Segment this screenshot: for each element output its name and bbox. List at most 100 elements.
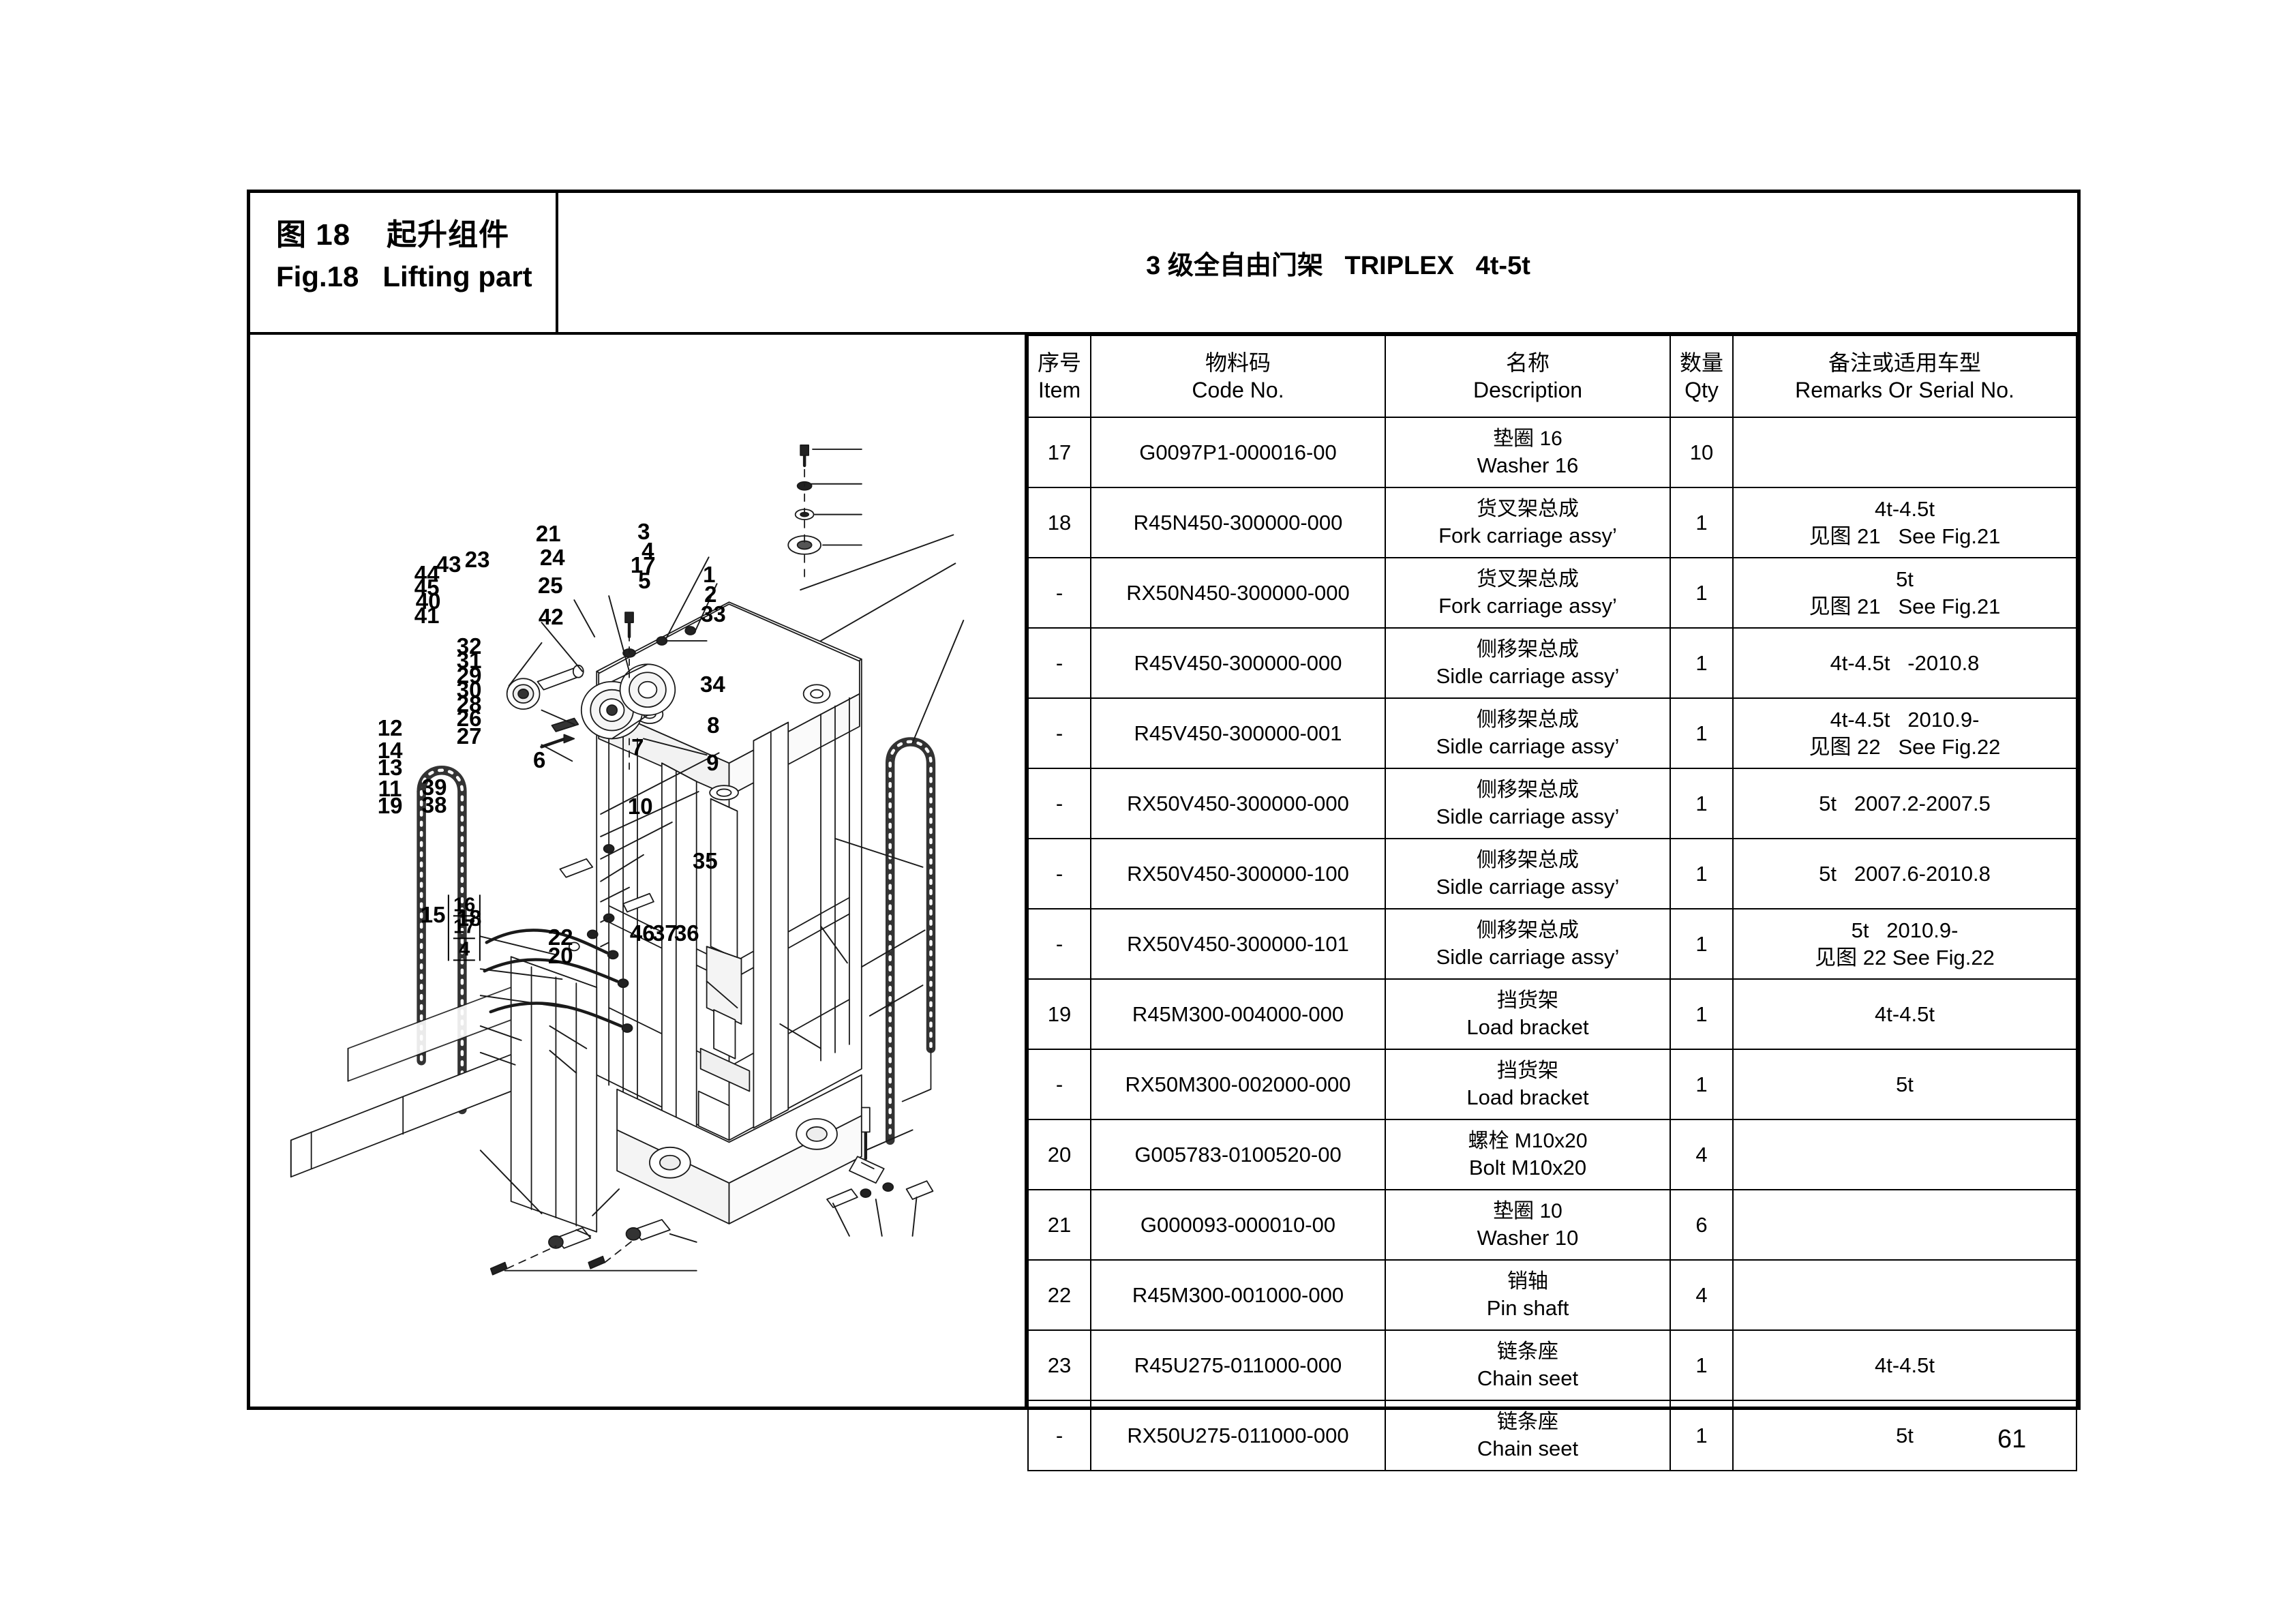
title-band: 图 18 起升组件 Fig.18 Lifting part 3 级全自由门架 T… [250, 193, 2077, 335]
description-cn: 侧移架总成 [1477, 919, 1579, 942]
fork-carriage [290, 956, 598, 1233]
callout-number: 28 [456, 691, 482, 717]
cell-code: RX50V450-300000-100 [1090, 838, 1386, 909]
callout-number: 5 [638, 568, 651, 594]
remarks-line-2: 见图 22 See Fig.22 [1815, 945, 1995, 969]
description-cn: 垫圈 16 [1493, 427, 1562, 451]
header-qty-en: Qty [1685, 378, 1719, 402]
header-item-cn: 序号 [1037, 350, 1081, 375]
callout-number: 34 [699, 671, 725, 697]
cell-item: 22 [1027, 1259, 1091, 1331]
cell-qty: 1 [1670, 908, 1734, 980]
cell-remarks: 5t 2007.2-2007.5 [1732, 768, 2077, 839]
callout-number: 21 [535, 521, 561, 547]
description-cn: 货叉架总成 [1477, 568, 1579, 591]
cell-item: - [1027, 768, 1091, 839]
description-en: Chain seet [1477, 1436, 1579, 1460]
cell-qty: 1 [1670, 1400, 1734, 1471]
cell-item: - [1027, 838, 1091, 909]
cell-remarks: 5t [1732, 1400, 2077, 1471]
catalog-sheet: 图 18 起升组件 Fig.18 Lifting part 3 级全自由门架 T… [247, 190, 2081, 1471]
callout-number: 36 [674, 920, 699, 946]
callout-number: 37 [652, 920, 678, 946]
header-qty: 数量 Qty [1670, 335, 1734, 418]
header-remarks-en: Remarks Or Serial No. [1795, 378, 2014, 402]
cell-item: - [1027, 697, 1091, 769]
cell-item: 20 [1027, 1119, 1091, 1190]
header-item-en: Item [1038, 378, 1081, 402]
figure-title-block: 图 18 起升组件 Fig.18 Lifting part [250, 193, 558, 332]
remarks-line-1: 4t-4.5t [1875, 1002, 1935, 1026]
cell-code: G005783-0100520-00 [1090, 1119, 1386, 1190]
callout-number: 33 [700, 601, 726, 627]
header-description-cn: 名称 [1505, 350, 1550, 375]
callout-number: 19 [377, 792, 403, 818]
callout-number: 7 [631, 734, 644, 760]
cell-item: - [1027, 627, 1091, 699]
cell-remarks [1732, 417, 2077, 488]
callout-number: 26 [456, 705, 482, 731]
parts-table: 序号 Item 物料码 Code No. 名称 Description 数量 [1027, 335, 2077, 1471]
header-code-en: Code No. [1192, 378, 1284, 402]
cell-qty: 1 [1670, 557, 1734, 629]
callout-number: 44 [414, 561, 440, 587]
callout-number: 25 [537, 573, 563, 599]
cell-item: 19 [1027, 978, 1091, 1050]
lift-chain-right [885, 737, 936, 1145]
cell-code: G0097P1-000016-00 [1090, 417, 1386, 488]
header-remarks-cn: 备注或适用车型 [1828, 350, 1981, 375]
callout-number: 3 [637, 519, 650, 545]
cell-code: R45U275-011000-000 [1090, 1329, 1386, 1401]
cell-remarks: 5t 2010.9-见图 22 See Fig.22 [1732, 908, 2077, 980]
cell-remarks: 4t-4.5t 2010.9-见图 22 See Fig.22 [1732, 697, 2077, 769]
cell-qty: 1 [1670, 487, 1734, 558]
callout-number: 13 [377, 754, 403, 780]
remarks-line-2: 见图 22 See Fig.22 [1809, 734, 2001, 759]
cell-qty: 1 [1670, 1049, 1734, 1120]
cell-code: RX50V450-300000-101 [1090, 908, 1386, 980]
remarks-line-1: 5t [1896, 1423, 1914, 1447]
roller-cluster [506, 612, 697, 775]
callout-number: 23 [464, 547, 490, 573]
callout-number: 38 [421, 792, 447, 817]
cell-qty: 4 [1670, 1259, 1734, 1331]
callout-number: 45 [414, 575, 440, 601]
callout-number: 32 [456, 633, 482, 659]
cell-item: 23 [1027, 1329, 1091, 1401]
description-en: Fork carriage assy’ [1438, 593, 1617, 618]
callout-number: 41 [414, 603, 440, 629]
callout-number: 46 [629, 920, 655, 946]
callout-number: 24 [539, 545, 565, 571]
header-description-en: Description [1472, 378, 1583, 402]
header-description: 名称 Description [1385, 335, 1671, 418]
cell-remarks: 5t 2007.6-2010.8 [1732, 838, 2077, 909]
figure-title-en: Fig.18 Lifting part [276, 260, 532, 293]
hydraulic-hoses [483, 929, 633, 1033]
header-qty-cn: 数量 [1679, 350, 1723, 375]
description-en: Bolt M10x20 [1468, 1155, 1587, 1179]
cell-code: R45V450-300000-001 [1090, 697, 1386, 769]
lower-carriage [489, 1074, 934, 1276]
callout-number: 1 [703, 562, 716, 588]
remarks-line-1: 5t 2007.2-2007.5 [1819, 791, 1991, 815]
cell-item: - [1027, 1049, 1091, 1120]
description-cn: 侧移架总成 [1477, 779, 1579, 802]
